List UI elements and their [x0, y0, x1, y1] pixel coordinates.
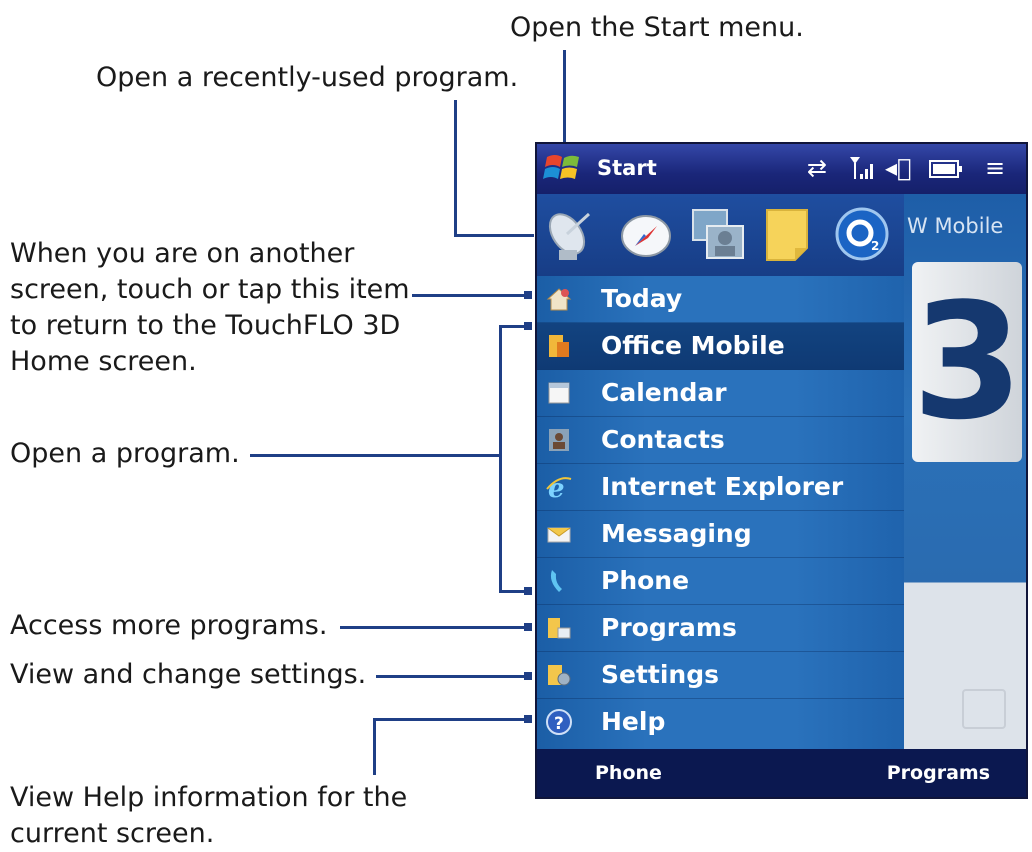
help-icon: ? — [546, 709, 572, 735]
callout-more-programs: Access more programs. — [10, 610, 328, 641]
svg-text:e: e — [548, 474, 565, 501]
leader-line — [563, 50, 566, 143]
contacts-photo-icon[interactable] — [689, 204, 747, 264]
leader-line — [454, 234, 534, 237]
leader-line — [412, 294, 530, 297]
ie-icon: e — [546, 474, 572, 501]
leader-line — [499, 590, 529, 593]
leader-dot — [524, 715, 532, 723]
notes-icon[interactable] — [759, 204, 817, 264]
callout-open-program: Open a program. — [10, 438, 240, 469]
windows-logo-icon[interactable] — [543, 151, 583, 185]
menu-item-office-mobile[interactable]: Office Mobile — [537, 323, 904, 370]
leader-dot — [524, 672, 532, 680]
menu-item-label: Phone — [601, 566, 690, 595]
home-icon — [546, 288, 572, 311]
leader-dot — [524, 587, 532, 595]
leader-dot — [524, 322, 532, 330]
o2-icon[interactable]: 2 — [833, 204, 891, 264]
callout-help: View Help information for the current sc… — [10, 780, 407, 852]
callout-line: View Help information for the — [10, 782, 408, 813]
menu-item-calendar[interactable]: Calendar — [537, 370, 904, 417]
contacts-icon — [549, 429, 569, 451]
softkey-programs[interactable]: Programs — [886, 762, 990, 784]
leader-dot — [524, 291, 532, 299]
softkey-bar: Phone Programs — [537, 749, 1026, 797]
menu-item-help[interactable]: ? Help — [537, 699, 904, 746]
start-button[interactable]: Start — [597, 156, 657, 180]
clock-card: 3 — [912, 262, 1024, 462]
menu-item-messaging[interactable]: Messaging — [537, 511, 904, 558]
leader-line — [250, 454, 500, 457]
leader-line — [499, 325, 502, 592]
leader-line — [499, 325, 529, 328]
settings-folder-icon — [548, 665, 571, 686]
phone-icon — [550, 570, 562, 592]
phone-screen: Start ⇄ ◂ﾞ ≡ W Mobile 3 — [535, 142, 1028, 799]
status-bar: Start ⇄ ◂ﾞ ≡ — [537, 144, 1026, 194]
menu-item-label: Calendar — [601, 378, 727, 407]
menu-item-label: Messaging — [601, 519, 752, 548]
leader-dot — [524, 623, 532, 631]
menu-item-label: Office Mobile — [601, 331, 785, 360]
volume-icon[interactable]: ◂ﾞ — [885, 154, 912, 182]
leader-line — [376, 675, 530, 678]
menu-item-internet-explorer[interactable]: e Internet Explorer — [537, 464, 904, 511]
menu-item-label: Help — [601, 707, 666, 736]
callout-line: Home screen. — [10, 346, 197, 377]
menu-item-label: Contacts — [601, 425, 725, 454]
menu-item-contacts[interactable]: Contacts — [537, 417, 904, 464]
satellite-icon[interactable] — [541, 204, 599, 264]
callout-line: When you are on another — [10, 238, 355, 269]
callout-line: to return to the TouchFLO 3D — [10, 310, 401, 341]
callout-recent-program: Open a recently-used program. — [96, 62, 519, 93]
softkey-phone[interactable]: Phone — [595, 762, 662, 784]
svg-text:2: 2 — [871, 239, 879, 253]
callout-line: screen, touch or tap this item — [10, 274, 410, 305]
compass-icon[interactable] — [617, 204, 675, 264]
operator-name: W Mobile — [907, 214, 1004, 238]
callout-settings: View and change settings. — [10, 659, 367, 690]
callout-line: current screen. — [10, 818, 215, 849]
clock-digit: 3 — [912, 268, 1024, 455]
office-icon — [549, 335, 569, 357]
leader-line — [340, 626, 530, 629]
menu-item-label: Today — [601, 284, 683, 313]
leader-line — [373, 718, 530, 721]
start-menu: 2 Today Office Mobile Calendar Contacts … — [537, 194, 904, 749]
menu-item-label: Settings — [601, 660, 720, 689]
menu-item-phone[interactable]: Phone — [537, 558, 904, 605]
calendar-icon — [548, 382, 570, 404]
svg-text:?: ? — [554, 714, 564, 734]
recent-programs-bar: 2 — [537, 194, 904, 276]
folder-icon — [548, 618, 571, 639]
battery-icon[interactable] — [929, 158, 963, 180]
leader-line — [454, 100, 457, 237]
menu-item-label: Internet Explorer — [601, 472, 844, 501]
menu-icon[interactable]: ≡ — [985, 154, 1006, 182]
callout-today: When you are on another screen, touch or… — [10, 236, 410, 380]
home-tile-icon — [962, 689, 1006, 729]
signal-icon[interactable] — [847, 154, 873, 182]
callout-start-menu: Open the Start menu. — [510, 12, 804, 43]
menu-item-settings[interactable]: Settings — [537, 652, 904, 699]
envelope-icon — [547, 527, 571, 543]
menu-item-programs[interactable]: Programs — [537, 605, 904, 652]
connectivity-icon[interactable]: ⇄ — [807, 154, 828, 182]
menu-item-today[interactable]: Today — [537, 276, 904, 323]
menu-item-label: Programs — [601, 613, 737, 642]
leader-line — [373, 718, 376, 775]
